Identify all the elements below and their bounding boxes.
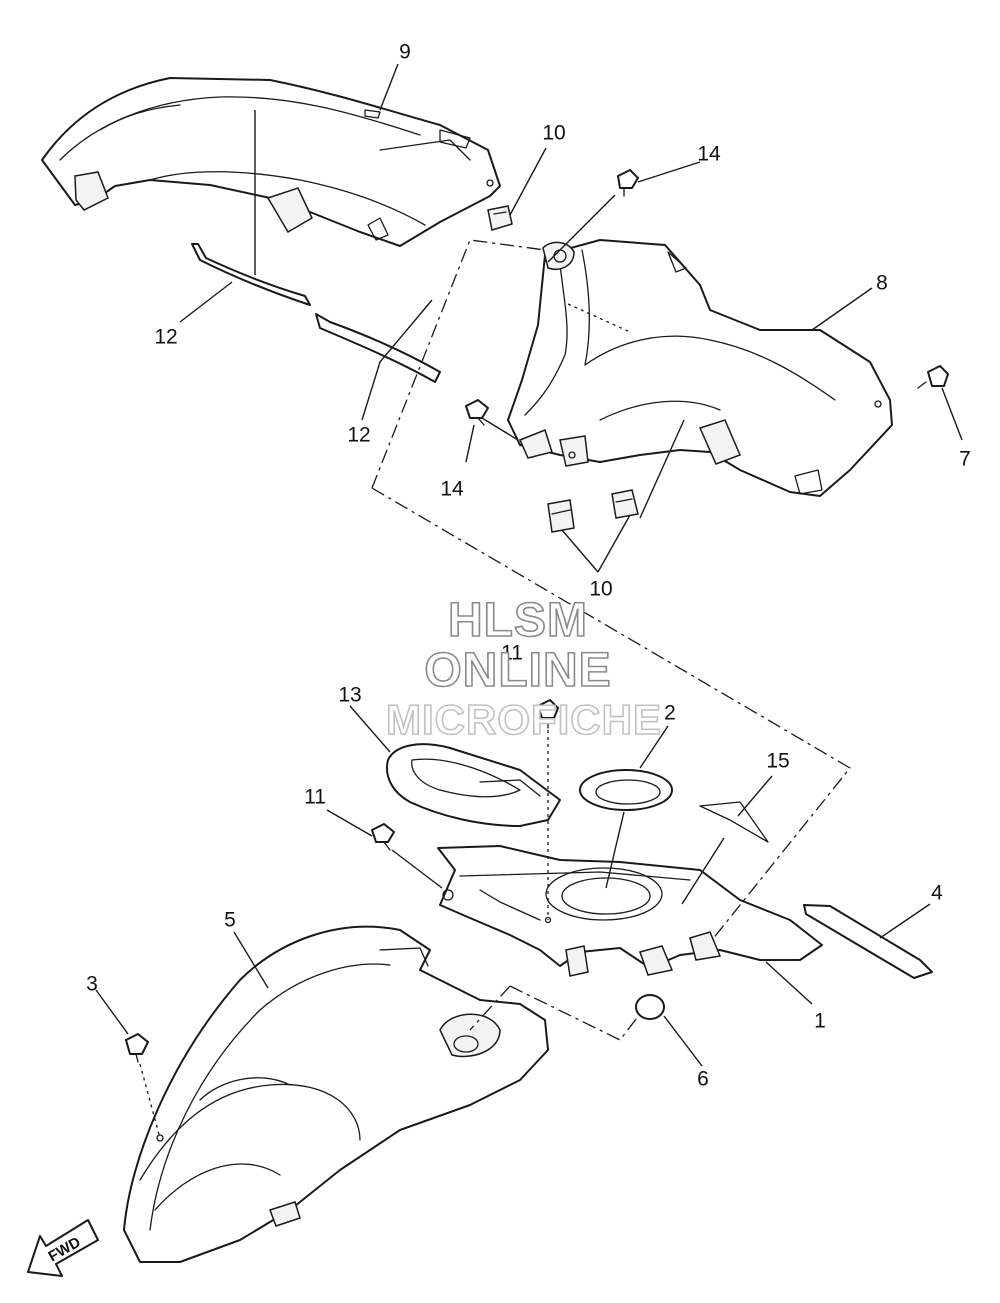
callout-4: 4: [931, 882, 943, 905]
callout-14-top: 14: [697, 143, 721, 166]
part-5-front-cover: [123, 925, 549, 1263]
part-11-screw-center: [537, 699, 559, 729]
callout-10-bottom: 10: [589, 578, 612, 601]
watermark-line-3: MICROFICHE: [386, 696, 662, 743]
callout-13: 13: [338, 684, 361, 707]
callout-11-left: 11: [304, 786, 326, 809]
part-6-cap: [635, 994, 665, 1020]
watermark: HLSM ONLINE MICROFICHE: [385, 593, 662, 744]
part-3-screw: [125, 1033, 149, 1063]
part-10-clip-lower-left: [547, 499, 575, 533]
fwd-direction-arrow: FWD: [27, 1219, 99, 1277]
part-1-base-plate: [437, 845, 823, 977]
part-4-strip: [803, 904, 933, 979]
part-7-fastener: [917, 365, 949, 389]
callout-15: 15: [766, 750, 789, 773]
watermark-line-2: ONLINE: [424, 644, 611, 697]
part-11-screw-left: [371, 823, 395, 851]
callout-2: 2: [664, 702, 676, 725]
part-2-grommet: [579, 769, 673, 811]
part-14-screw-left: [465, 399, 489, 426]
callout-5: 5: [224, 909, 236, 932]
part-9-upper-cover: [41, 77, 501, 247]
callout-12-left: 12: [154, 326, 177, 349]
assembly-guide-lines: [139, 239, 851, 1139]
callout-3: 3: [86, 973, 98, 996]
callout-9: 9: [399, 41, 411, 64]
part-10-clip-lower-right: [611, 489, 639, 519]
part-14-screw-top: [617, 169, 639, 197]
callout-14-left: 14: [440, 478, 464, 501]
callout-10-top: 10: [542, 122, 565, 145]
callout-labels: 9 10 14 8 12 12 7 14 10 11 13 2 15 11 4 …: [86, 41, 971, 1091]
callout-11-top: 11: [501, 642, 523, 665]
part-13-duct: [386, 743, 561, 827]
part-15-label: [699, 801, 769, 843]
watermark-line-1: HLSM: [448, 594, 588, 647]
part-10-clip-upper: [487, 205, 513, 231]
callout-8: 8: [876, 272, 888, 295]
part-12-strip-lower: [315, 313, 441, 383]
callout-12-right: 12: [347, 424, 370, 447]
part-8-side-cover: [507, 239, 893, 497]
leader-lines: [95, 63, 963, 1067]
part-12-strip-upper: [191, 243, 311, 306]
callout-6: 6: [697, 1068, 709, 1091]
callout-1: 1: [814, 1010, 826, 1033]
callout-7: 7: [959, 448, 971, 471]
